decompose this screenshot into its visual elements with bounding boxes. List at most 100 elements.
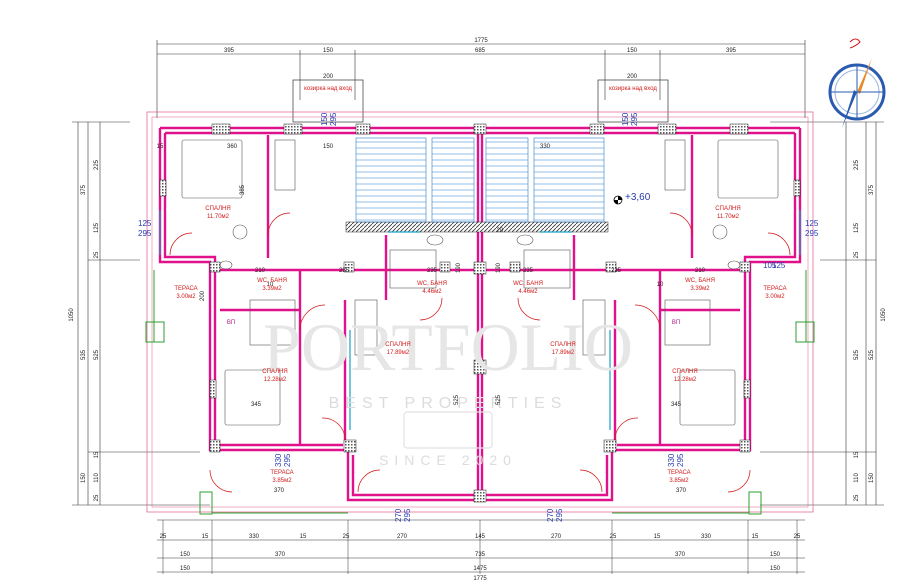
dim-int-2: 150 <box>323 144 334 150</box>
dim-bottom-1-7: 145 <box>475 534 486 540</box>
dim-bottom-3-1: 150 <box>180 566 191 572</box>
dim-bottom-3-2: 1475 <box>473 566 487 572</box>
dim-top-total: 1775 <box>474 38 488 44</box>
dim-left-in-2: 125 <box>94 222 100 233</box>
room-name-6: WC, БАНЯ <box>513 281 543 287</box>
room-area-7: 3.00м2 <box>176 294 196 300</box>
watermark-main: PORTFOLIO <box>263 309 633 385</box>
dim-int-20: 525 <box>496 394 502 405</box>
dim-int-12: 370 <box>274 488 285 494</box>
canopy-label-right: козирка над вход <box>609 86 657 92</box>
room-name-5: WC, БАНЯ <box>417 281 447 287</box>
level-marker-icon: +3,60 <box>613 192 651 205</box>
entrance-canopies <box>292 79 669 123</box>
dim-int-11: 345 <box>671 402 682 408</box>
room-name-11: СПАЛНЯ <box>262 369 287 375</box>
staircase <box>355 137 605 223</box>
dim-int-5: 235 <box>339 268 350 274</box>
wmark-3: 150 <box>320 112 329 126</box>
dim-bottom-2-3: 735 <box>475 552 486 558</box>
dim-left-in-4: 525 <box>94 349 100 360</box>
dim-left-part-2: 535 <box>81 349 87 360</box>
dim-int-17: 190 <box>456 262 462 273</box>
room-name-9: СПАЛНЯ <box>385 342 410 348</box>
dim-bottom-1-9: 25 <box>610 534 617 540</box>
building-outline <box>146 111 814 513</box>
dim-bottom-1-8: 270 <box>551 534 562 540</box>
structural-columns <box>159 123 801 503</box>
watermark-sub: BEST PROPERTIES <box>329 395 568 412</box>
dim-int-10: 345 <box>251 402 262 408</box>
room-area-3: 3.39м2 <box>262 286 282 292</box>
dim-canopy-left: 200 <box>323 74 334 80</box>
dim-top-5: 395 <box>726 48 737 54</box>
wmark-2: 295 <box>138 229 152 238</box>
dim-int-15: 200 <box>200 290 206 301</box>
terraces <box>145 270 815 515</box>
dim-int-18: 190 <box>496 262 502 273</box>
wmark-5: 150 <box>621 112 630 126</box>
dim-left-in-1: 225 <box>94 159 100 170</box>
dim-int-1: 360 <box>227 144 238 150</box>
room-name-4: WC, БАНЯ <box>685 278 715 284</box>
dim-bottom-3-3: 150 <box>770 566 781 572</box>
dim-left-part-1: 375 <box>81 184 87 195</box>
room-area-12: 12.28м2 <box>674 377 697 383</box>
room-name-3: WC, БАНЯ <box>257 278 287 284</box>
dim-int-21: 20 <box>497 228 504 234</box>
dim-int-16: 10 <box>267 282 274 288</box>
dim-right-in-7: 25 <box>854 494 860 501</box>
room-name-10: СПАЛНЯ <box>550 342 575 348</box>
dim-bottom-2-4: 370 <box>675 552 686 558</box>
room-name-12: СПАЛНЯ <box>672 369 697 375</box>
dim-int-14: 385 <box>240 184 246 195</box>
watermark: PORTFOLIO BEST PROPERTIES SINCE 2020 <box>263 309 633 468</box>
room-area-13: 3.85м2 <box>272 478 292 484</box>
dim-bottom-2-5: 150 <box>770 552 781 558</box>
dim-right-in-5: 15 <box>854 451 860 458</box>
dim-right-outer: 1050 <box>881 308 887 322</box>
dim-bottom-1-2: 15 <box>202 534 209 540</box>
room-area-14: 3.85м2 <box>669 478 689 484</box>
dim-int-22: 15 <box>157 144 164 150</box>
room-area-4: 3.39м2 <box>690 286 710 292</box>
room-name-8: ТЕРАСА <box>763 286 786 292</box>
dim-bottom-1-4: 15 <box>300 534 307 540</box>
room-area-8: 3.00м2 <box>765 294 785 300</box>
wmark-6: 295 <box>630 112 639 126</box>
wmark-18: 125 <box>772 261 786 270</box>
dim-left-in-5: 15 <box>94 451 100 458</box>
dim-right-in-3: 25 <box>854 251 860 258</box>
dim-right-in-4: 525 <box>854 349 860 360</box>
dim-right-in-6: 110 <box>854 473 860 483</box>
dim-bottom-1-5: 25 <box>343 534 350 540</box>
room-area-6: 4.46м2 <box>518 289 538 295</box>
dim-top-1: 395 <box>224 48 235 54</box>
dim-right-part-1: 375 <box>869 184 875 195</box>
dim-right-part-2: 525 <box>869 349 875 360</box>
room-name-14: ТЕРАСА <box>667 470 690 476</box>
dim-bottom-1-11: 330 <box>701 534 712 540</box>
room-area-10: 17.89м2 <box>552 350 575 356</box>
windows <box>159 210 801 430</box>
dimension-lines <box>72 40 884 573</box>
wmark-7: 125 <box>805 219 819 228</box>
side-dimensions: 1050 375 535 150 225 125 25 525 15 110 2… <box>69 159 887 501</box>
level-value: +3,60 <box>625 192 651 203</box>
dim-top-4: 150 <box>627 48 638 54</box>
interior-dimensions: 360 150 330 210 235 235 235 235 210 345 … <box>157 144 706 494</box>
room-area-1: 11.70м2 <box>207 214 230 220</box>
wmark-14: 295 <box>283 453 292 467</box>
door-swings <box>169 212 791 493</box>
dim-int-7: 235 <box>523 268 534 274</box>
wmark-4: 295 <box>329 112 338 126</box>
furniture <box>181 139 779 426</box>
room-area-9: 17.89м2 <box>387 350 410 356</box>
wmark-10: 295 <box>403 508 412 522</box>
wmark-16: 295 <box>676 453 685 467</box>
dim-right-part-3: 150 <box>869 472 875 483</box>
window-marks: 125 295 150 295 150 295 125 295 270 295 … <box>138 112 819 522</box>
dim-bottom-1-12: 15 <box>752 534 759 540</box>
dim-right-in-2: 125 <box>854 222 860 233</box>
dim-int-4: 210 <box>255 268 266 274</box>
